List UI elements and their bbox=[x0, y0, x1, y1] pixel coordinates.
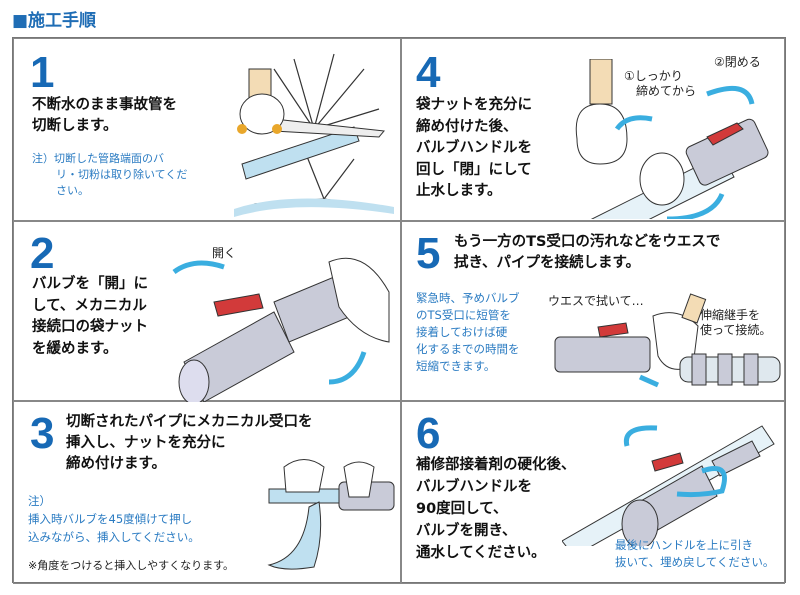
note-line: 挿入時バルブを45度傾けて押し bbox=[28, 512, 193, 526]
step-instruction: もう一方のTS受口の汚れなどをウエスで 拭き、パイプを接続します。 bbox=[454, 232, 720, 274]
note-line: 注）切断した管路端面のバ bbox=[32, 152, 164, 165]
label-line: 伸縮継手を bbox=[700, 308, 761, 322]
step-number: 6 bbox=[416, 409, 441, 458]
note-line: 化するまでの時間を bbox=[416, 342, 520, 356]
instruction-line: を緩めます。 bbox=[32, 340, 118, 357]
instruction-line: 切断します。 bbox=[32, 118, 118, 134]
pipe-connecting-illustration bbox=[554, 293, 781, 388]
instruction-line: 回し「閉」にして bbox=[416, 161, 532, 178]
step-note: 最後にハンドルを上に引き 抜いて、埋め戻してください。 bbox=[615, 537, 774, 571]
step-2-panel: 2 バルブを「開」に して、メカニカル 接続口の袋ナット を緩めます。 開く bbox=[13, 221, 401, 402]
wipe-label: ウエスで拭いて… bbox=[548, 294, 644, 308]
step-instruction: 袋ナットを充分に 締め付けた後、 バルブハンドルを 回し「閉」にして 止水します… bbox=[416, 95, 532, 203]
insert-receiver-illustration bbox=[267, 459, 395, 570]
label-line: 使って接続。 bbox=[700, 323, 772, 337]
close-label: ②閉める bbox=[714, 55, 761, 69]
note-line: さい。 bbox=[56, 184, 89, 197]
expansion-joint-label: 伸縮継手を 使って接続。 bbox=[700, 308, 771, 338]
page-title: ■施工手順 bbox=[12, 11, 97, 31]
step-instruction: 切断されたパイプにメカニカル受口を 挿入し、ナットを充分に 締め付けます。 bbox=[66, 412, 313, 475]
valve-reopen-illustration bbox=[562, 425, 775, 546]
instruction-line: バルブハンドルを bbox=[416, 140, 532, 156]
instruction-line: 通水してください。 bbox=[416, 545, 546, 561]
tighten-label: ①しっかり 締めてから bbox=[624, 69, 696, 99]
instruction-line: バルブを「開」に bbox=[32, 276, 148, 292]
pipe-cutting-illustration bbox=[234, 53, 394, 217]
valve-open-illustration bbox=[172, 257, 390, 402]
label-line: 締めてから bbox=[636, 84, 697, 98]
open-label: 開く bbox=[212, 246, 237, 260]
instruction-line: 止水します。 bbox=[416, 183, 502, 199]
note-line: 短縮できます。 bbox=[416, 359, 496, 373]
label-line: ①しっかり bbox=[624, 69, 683, 83]
instruction-line: 締め付けた後、 bbox=[416, 118, 518, 135]
step-6-panel: 6 補修部接着剤の硬化後、 バルブハンドルを 90度回して、 バルブを開き、 通… bbox=[401, 401, 785, 584]
step-number: 1 bbox=[30, 48, 55, 97]
step-instruction: 不断水のまま事故管を 切断します。 bbox=[32, 95, 177, 137]
step-4-panel: 4 袋ナットを充分に 締め付けた後、 バルブハンドルを 回し「閉」にして 止水し… bbox=[401, 38, 785, 221]
note-line: のTS受口に短管を bbox=[416, 308, 511, 322]
instruction-line: バルブを開き、 bbox=[416, 523, 517, 539]
instruction-line: 袋ナットを充分に bbox=[416, 97, 532, 113]
instruction-line: して、メカニカル bbox=[32, 297, 147, 314]
instruction-line: バルブハンドルを bbox=[416, 479, 532, 495]
step-number: 3 bbox=[30, 409, 55, 458]
instruction-line: 切断されたパイプにメカニカル受口を bbox=[66, 414, 313, 430]
instruction-line: 接続口の袋ナット bbox=[32, 319, 148, 335]
step-instruction: 補修部接着剤の硬化後、 バルブハンドルを 90度回して、 バルブを開き、 通水し… bbox=[416, 454, 576, 564]
step-1-panel: 1 不断水のまま事故管を 切断します。 注）切断した管路端面のバ リ・切粉は取り… bbox=[13, 38, 401, 221]
instruction-line: 拭き、パイプを接続します。 bbox=[454, 255, 641, 271]
note-line: 最後にハンドルを上に引き bbox=[615, 538, 753, 552]
instruction-line: 補修部接着剤の硬化後、 bbox=[416, 457, 576, 473]
note-line: 緊急時、予めバルブ bbox=[416, 291, 520, 305]
valve-closing-illustration bbox=[575, 59, 769, 219]
tip-text: ※角度をつけると挿入しやすくなります。 bbox=[28, 559, 235, 572]
note-line: 抜いて、埋め戻してください。 bbox=[615, 555, 775, 569]
note-line: 込みながら、挿入してください。 bbox=[28, 530, 200, 544]
step-number: 4 bbox=[416, 48, 441, 97]
instruction-line: 締め付けます。 bbox=[66, 456, 167, 472]
note-line: 接着しておけば硬 bbox=[416, 325, 508, 339]
step-note: 注） 挿入時バルブを45度傾けて押し 込みながら、挿入してください。 bbox=[28, 492, 200, 546]
instruction-line: 不断水のまま事故管を bbox=[32, 97, 177, 113]
note-line: リ・切粉は取り除いてくだ bbox=[56, 168, 188, 181]
instruction-line: 挿入し、ナットを充分に bbox=[66, 435, 226, 451]
instruction-line: もう一方のTS受口の汚れなどをウエスで bbox=[454, 234, 721, 250]
step-3-panel: 3 切断されたパイプにメカニカル受口を 挿入し、ナットを充分に 締め付けます。 … bbox=[13, 401, 401, 584]
step-number: 5 bbox=[416, 229, 441, 278]
note-line: 注） bbox=[28, 494, 51, 508]
step-5-panel: 5 もう一方のTS受口の汚れなどをウエスで 拭き、パイプを接続します。 緊急時、… bbox=[401, 221, 785, 401]
step-instruction: バルブを「開」に して、メカニカル 接続口の袋ナット を緩めます。 bbox=[32, 274, 148, 360]
instruction-line: 90度回して、 bbox=[416, 501, 508, 517]
procedure-grid: 1 不断水のまま事故管を 切断します。 注）切断した管路端面のバ リ・切粉は取り… bbox=[12, 37, 786, 584]
step-number: 2 bbox=[30, 229, 55, 278]
step-note: 注）切断した管路端面のバ リ・切粉は取り除いてくだ さい。 bbox=[32, 151, 187, 199]
step-note: 緊急時、予めバルブ のTS受口に短管を 接着しておけば硬 化するまでの時間を 短… bbox=[416, 290, 520, 375]
